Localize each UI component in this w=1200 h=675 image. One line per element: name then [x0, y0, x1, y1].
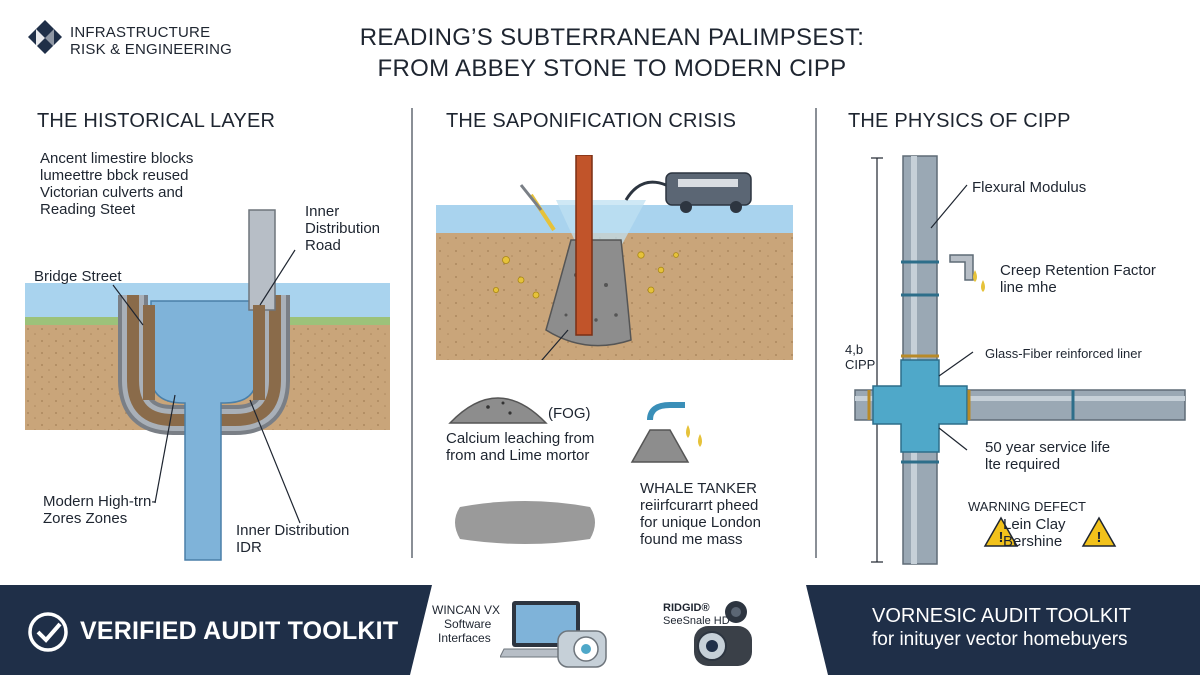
- brand-name: INFRASTRUCTURE RISK & ENGINEERING: [70, 24, 232, 58]
- section-divider-2: [815, 108, 817, 558]
- label-line: IDR: [236, 539, 262, 556]
- label-line: for unique London: [640, 514, 761, 531]
- inspection-camera-icon: [694, 601, 752, 666]
- bridge-street-label: Bridge Street: [34, 268, 122, 285]
- cipp-dimension-label: 4,b CIPP: [845, 340, 876, 374]
- oil-drip-tap-icon: [630, 402, 702, 463]
- note-line: lumeettre bbck reused: [40, 167, 189, 184]
- fog-label: (FOG): [548, 405, 591, 422]
- historical-cross-section-diagram: [25, 209, 390, 561]
- footer-right-line-2: for inituyer vector homebuyers: [872, 629, 1128, 650]
- label-line: Road: [305, 237, 341, 254]
- label-line: 50 year service life: [985, 439, 1111, 456]
- laptop-software-icon: [500, 601, 607, 668]
- label-line: Distribution: [305, 220, 381, 237]
- note-line: Reading Steet: [40, 201, 136, 218]
- fatberg-mass-icon: [455, 501, 595, 544]
- creep-retention-label: Creep Retention Factor line mhe: [1000, 262, 1156, 296]
- label-line: Modern High-trn-: [43, 493, 157, 510]
- footer-right-line-1: VORNESIC AUDIT TOOLKIT: [872, 605, 1131, 627]
- service-life-label: 50 year service life lte required: [985, 439, 1110, 473]
- verified-check-icon: [28, 612, 68, 652]
- label-line: Zores Zones: [43, 510, 128, 527]
- brand-line-1: INFRASTRUCTURE: [70, 24, 211, 41]
- fog-deposit-mound-icon: [448, 397, 548, 424]
- label-line: Inner: [305, 203, 340, 220]
- label-line: 4,b: [845, 342, 864, 357]
- wincan-label: WINCAN VX Software Interfaces: [432, 603, 500, 645]
- cipp-pipe-diagram: ! !: [854, 155, 1186, 565]
- saponification-excavation-diagram: [436, 155, 793, 360]
- warning-triangle-left-glyph: !: [999, 529, 1004, 546]
- label-line: Inner Distribution: [236, 522, 350, 539]
- brand-line-2: RISK & ENGINEERING: [70, 41, 232, 58]
- verified-audit-toolkit: VERIFIED AUDIT TOOLKIT: [80, 617, 399, 645]
- flexural-modulus-label: Flexural Modulus: [972, 179, 1087, 196]
- label-line: Lein Clay: [1003, 516, 1066, 533]
- label-line: reiirfcurarrt pheed: [640, 497, 759, 514]
- label-line: Calcium leaching from: [446, 430, 595, 447]
- calcium-leaching-label: Calcium leaching from from and Lime mort…: [446, 430, 594, 464]
- label-line: Creep Retention Factor: [1000, 262, 1156, 279]
- page-title: READING’S SUBTERRANEAN PALIMPSEST: FROM …: [332, 22, 892, 84]
- cipp-section-title: THE PHYSICS OF CIPP: [848, 110, 1071, 132]
- label-line: WHALE TANKER: [640, 480, 757, 497]
- label-line: Software: [444, 617, 492, 631]
- label-line: found me mass: [640, 531, 743, 548]
- label-line: Interfaces: [438, 631, 491, 645]
- saponification-section-title: THE SAPONIFICATION CRISIS: [446, 110, 737, 132]
- label-line: line mhe: [1000, 279, 1057, 296]
- warning-defect-title: WARNING DEFECT: [968, 499, 1086, 514]
- section-divider-1: [411, 108, 413, 558]
- title-line-2: FROM ABBEY STONE TO MODERN CIPP: [377, 55, 847, 82]
- whale-tanker-label: WHALE TANKER reiirfcurarrt pheed for uni…: [640, 480, 761, 548]
- label-line: WINCAN VX: [432, 603, 501, 617]
- label-line: Bershine: [1003, 533, 1063, 550]
- warning-triangle-right-glyph: !: [1097, 529, 1102, 546]
- inner-distribution-road-label: Inner Distribution Road: [305, 203, 380, 254]
- note-line: Ancent limestire blocks: [40, 150, 194, 167]
- ridgid-brand-label: RIDGID® SeeSnale HD: [663, 602, 730, 628]
- ancient-limestone-note: Ancent limestire blocks lumeettre bbck r…: [40, 150, 193, 218]
- warning-defect-items: Lein Clay Bershine: [1003, 516, 1066, 550]
- note-line: Victorian culverts and: [40, 184, 184, 201]
- label-line: lte required: [985, 456, 1061, 473]
- footer-product-panel: [410, 585, 828, 675]
- label-line: RIDGID®: [663, 602, 710, 614]
- historical-section-title: THE HISTORICAL LAYER: [37, 110, 276, 132]
- title-line-1: READING’S SUBTERRANEAN PALIMPSEST:: [359, 24, 865, 51]
- label-line: CIPP: [845, 357, 876, 372]
- label-line: SeeSnale HD: [663, 615, 730, 627]
- brand-logo-icon: [28, 20, 62, 54]
- label-line: from and Lime mortor: [446, 447, 590, 464]
- forensic-audit-toolkit: VORNESIC AUDIT TOOLKIT for inituyer vect…: [872, 604, 1131, 652]
- modern-zones-label: Modern High-trn- Zores Zones: [43, 493, 156, 527]
- glass-fiber-liner-label: Glass-Fiber reinforced liner: [985, 346, 1142, 361]
- inner-distribution-idr-label: Inner Distribution IDR: [236, 522, 349, 556]
